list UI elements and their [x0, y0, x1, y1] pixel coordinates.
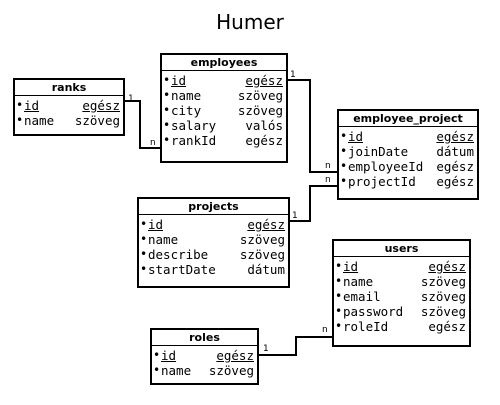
table-header: employee_project	[339, 111, 477, 127]
table-header: ranks	[15, 80, 123, 96]
relation-roles-users	[258, 336, 332, 356]
relation-ranks-many-label: n	[150, 138, 156, 148]
diagram-title: Humer	[216, 10, 284, 34]
relation-projects-many-label: n	[325, 175, 331, 185]
relation-roles-many-label: n	[322, 325, 328, 335]
table-header: roles	[152, 330, 257, 346]
relation-employees-employee-project	[287, 79, 337, 173]
relation-employees-one-label: 1	[290, 70, 296, 80]
table-header: projects	[139, 199, 288, 215]
relation-employees-many-label: n	[325, 161, 331, 171]
relation-projects-one-label: 1	[292, 211, 298, 221]
relation-projects-employee-project	[289, 185, 337, 222]
relation-ranks-one-label: 1	[128, 94, 134, 104]
relation-roles-one-label: 1	[263, 344, 269, 354]
relation-ranks-employees	[124, 100, 160, 149]
table-header: users	[334, 241, 469, 257]
table-header: employees	[162, 55, 286, 71]
